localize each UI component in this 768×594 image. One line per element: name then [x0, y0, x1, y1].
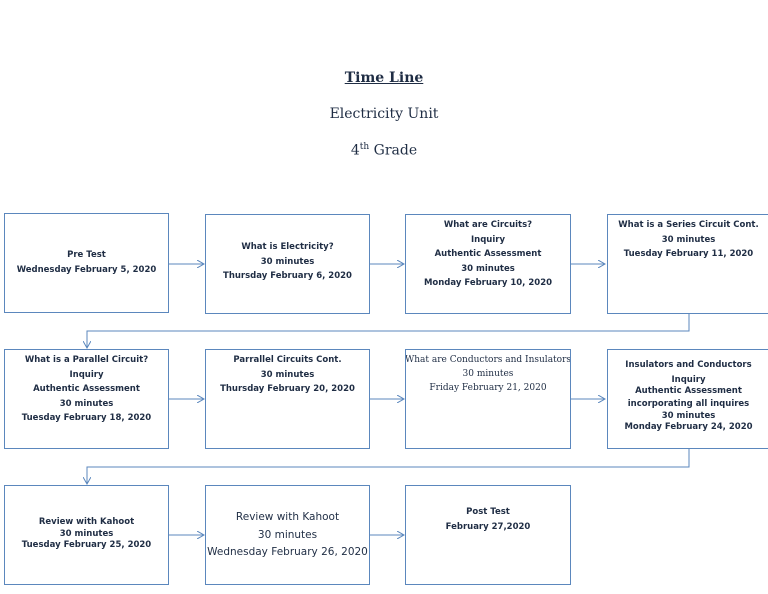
timeline-box-parallel-circuit: What is a Parallel Circuit? Inquiry Auth… [4, 349, 169, 449]
box-line: Friday February 21, 2020 [429, 383, 547, 393]
box-line: Review with Kahoot [235, 511, 340, 523]
box-line: 30 minutes [260, 256, 315, 267]
timeline-box-parallel-cont: Parrallel Circuits Cont. 30 minutes Thur… [205, 349, 370, 449]
box-line: Post Test [466, 507, 510, 517]
grade-word: Grade [373, 142, 418, 159]
timeline-box-circuits: What are Circuits? Inquiry Authentic Ass… [405, 214, 571, 314]
box-line: Review with Kahoot [38, 517, 135, 527]
box-line: Pre Test [67, 250, 106, 260]
box-line: Tuesday February 18, 2020 [21, 413, 152, 423]
box-line: February 27,2020 [445, 521, 531, 532]
box-line: What are Circuits? [443, 220, 533, 230]
box-line: Thursday February 6, 2020 [223, 271, 352, 281]
box-line: 30 minutes [661, 234, 716, 245]
unit-title: Electricity Unit [329, 106, 439, 122]
box-line: Monday February 24, 2020 [624, 422, 753, 432]
box-line: Inquiry [69, 369, 104, 380]
page-title: Time Line [344, 70, 424, 86]
timeline-box-pre-test: Pre Test Wednesday February 5, 2020 [4, 213, 169, 313]
box-line: Inquiry [471, 234, 505, 245]
grade-suffix: th [359, 142, 370, 152]
box-line: Wednesday February 5, 2020 [16, 264, 157, 275]
box-line: What is a Parallel Circuit? [24, 355, 149, 365]
box-line: 30 minutes [257, 528, 318, 541]
box-line: Wednesday February 26, 2020 [207, 546, 368, 558]
timeline-box-series-circuit: What is a Series Circuit Cont. 30 minute… [607, 214, 768, 314]
box-line: Monday February 10, 2020 [423, 278, 553, 288]
box-line: What is a Series Circuit Cont. [618, 220, 759, 230]
box-line: What are Conductors and Insulators [405, 355, 571, 365]
box-line: incorporating all inquires [627, 398, 750, 409]
box-line: Parrallel Circuits Cont. [233, 355, 342, 365]
box-line: Tuesday February 11, 2020 [623, 249, 754, 259]
box-line: 30 minutes [462, 369, 514, 379]
box-line: Tuesday February 25, 2020 [21, 540, 152, 550]
timeline-box-post-test: Post Test February 27,2020 [405, 485, 571, 585]
timeline-box-insulators-conductors: Insulators and Conductors Inquiry Authen… [607, 349, 768, 449]
box-line: Authentic Assessment [434, 249, 542, 259]
box-line: 30 minutes [59, 398, 114, 409]
grade-number: 4 [350, 142, 360, 159]
arrow-4-5 [87, 313, 690, 348]
box-line: Insulators and Conductors [625, 360, 752, 370]
box-line: What is Electricity? [241, 242, 334, 252]
box-line: 30 minutes [260, 369, 315, 380]
box-line: Thursday February 20, 2020 [220, 384, 355, 394]
timeline-box-review-kahoot-1: Review with Kahoot 30 minutes Tuesday Fe… [4, 485, 169, 585]
box-line: Inquiry [671, 374, 706, 385]
box-line: 30 minutes [59, 528, 114, 539]
arrow-8-9 [87, 449, 690, 484]
box-line: Authentic Assessment [635, 385, 742, 396]
timeline-box-review-kahoot-2: Review with Kahoot 30 minutes Wednesday … [205, 485, 370, 585]
timeline-box-conductors-insulators: What are Conductors and Insulators 30 mi… [405, 349, 571, 449]
box-line: Authentic Assessment [33, 384, 140, 394]
timeline-box-electricity: What is Electricity? 30 minutes Thursday… [205, 214, 370, 314]
box-line: 30 minutes [461, 263, 515, 274]
box-line: 30 minutes [661, 411, 716, 421]
grade-label: 4th Grade [0, 142, 768, 159]
